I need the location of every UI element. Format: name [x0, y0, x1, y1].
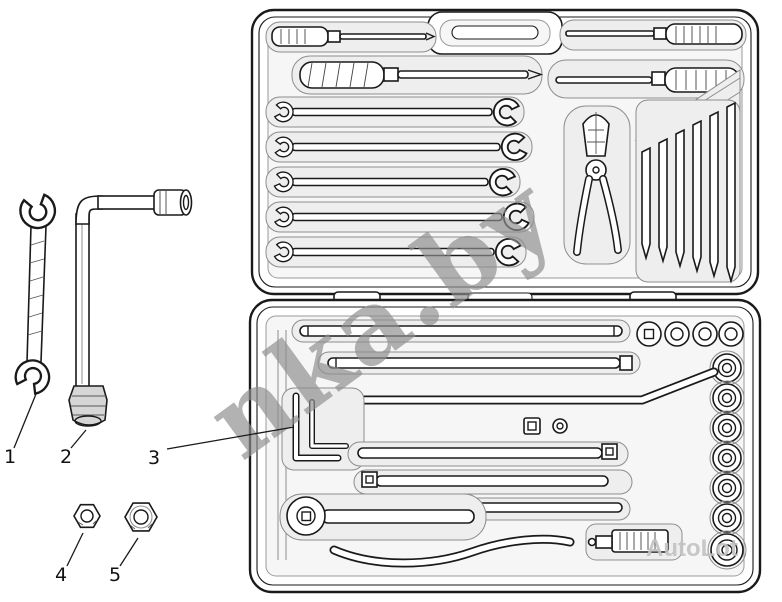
file-4	[692, 119, 702, 274]
drive-bar-lower	[353, 469, 633, 495]
extension-bar	[317, 351, 641, 375]
screwdriver-large-right	[547, 59, 745, 99]
file-2	[658, 137, 668, 264]
file-1	[641, 146, 651, 261]
case-handle	[427, 11, 563, 55]
watermark-corner: AutoLot	[646, 535, 738, 562]
wheel-socket-wrench	[68, 189, 193, 427]
tool-case-lower-half	[248, 298, 762, 594]
spark-plug-socket	[585, 523, 683, 561]
socket-large	[707, 530, 747, 570]
screwdriver-small-right	[559, 19, 747, 51]
hex-keys	[281, 387, 365, 471]
wrench-set	[265, 95, 535, 268]
tray-wrench-1	[265, 95, 525, 128]
callout-4-leader	[66, 532, 84, 567]
callout-2-label: 2	[60, 446, 72, 468]
socket	[709, 470, 745, 506]
pliers	[563, 105, 631, 265]
open-end-wrench	[10, 191, 60, 398]
screwdriver-small-left	[265, 21, 437, 53]
socket	[709, 440, 745, 476]
file-5	[709, 110, 719, 279]
callout-2-leader	[70, 429, 87, 449]
nut-small	[73, 503, 101, 529]
callout-1-leader	[13, 393, 37, 449]
file-6	[726, 101, 736, 284]
callout-4-label: 4	[55, 564, 67, 586]
tray-wrench-2	[265, 131, 533, 163]
socket-column	[707, 350, 747, 570]
wheel-brace-rod	[337, 367, 719, 405]
callout-5-label: 5	[109, 564, 121, 586]
tray-wrench-4	[265, 201, 535, 234]
tray-wrench-3	[265, 165, 521, 199]
speed-brace	[329, 534, 575, 568]
socket-row	[636, 321, 744, 347]
nut-large	[124, 502, 158, 532]
tray-wrench-5	[265, 236, 527, 268]
callout-5-leader	[119, 537, 139, 567]
socket	[709, 410, 745, 446]
screwdriver-large-left	[291, 55, 544, 95]
callout-3-label: 3	[148, 447, 160, 469]
callout-1-label: 1	[4, 446, 16, 468]
socket	[709, 500, 745, 536]
file-set	[634, 69, 741, 284]
callouts: 1 2 3 4 5	[4, 393, 295, 586]
callout-3-leader	[166, 426, 295, 450]
socket-end	[68, 385, 108, 427]
drive-adapter	[523, 417, 568, 435]
socket	[709, 380, 745, 416]
tool-case-upper-half	[250, 8, 760, 296]
ratchet-handle	[279, 493, 487, 541]
tommy-bar	[291, 319, 631, 343]
file-3	[675, 128, 685, 269]
drive-bar-upper	[347, 441, 629, 467]
